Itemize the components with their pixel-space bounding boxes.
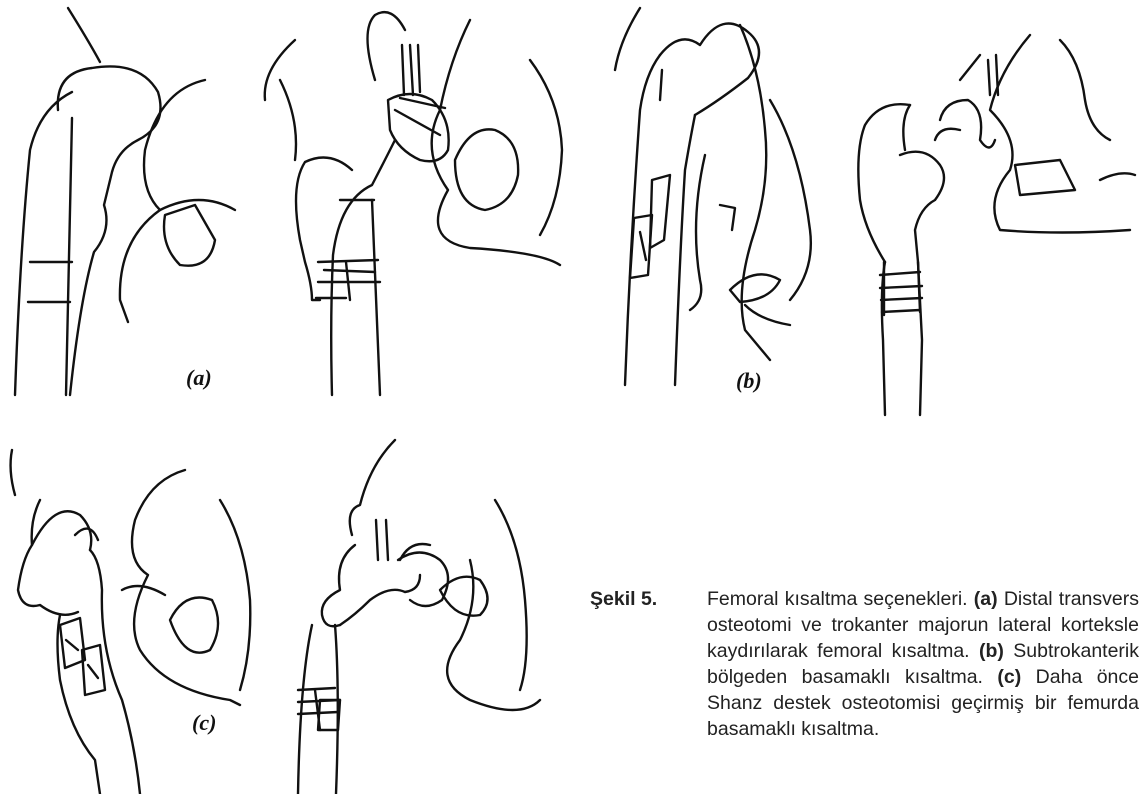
caption-label: Şekil 5.	[590, 586, 657, 612]
panel-b-preop-sketch	[615, 8, 811, 385]
panel-b-label: (b)	[736, 368, 762, 394]
caption-a-marker: (a)	[974, 588, 998, 610]
panel-c-preop-sketch	[11, 450, 251, 794]
caption-c-marker: (c)	[997, 666, 1021, 688]
caption-body: Femoral kısaltma seçenekleri. (a) Distal…	[707, 586, 1139, 742]
caption-intro: Femoral kısaltma seçenekleri.	[707, 588, 968, 610]
caption-b-marker: (b)	[979, 640, 1004, 662]
panel-a-postop-sketch	[296, 12, 562, 395]
panel-c-drawings	[11, 440, 540, 794]
panel-b-drawings	[615, 8, 1135, 415]
panel-a-preop-sketch	[15, 8, 296, 395]
panel-a-label: (a)	[186, 365, 212, 391]
panel-c-postop-sketch	[298, 440, 540, 794]
panel-a-drawings	[15, 8, 562, 395]
panel-b-postop-sketch	[858, 35, 1135, 415]
panel-c-label: (c)	[192, 710, 216, 736]
